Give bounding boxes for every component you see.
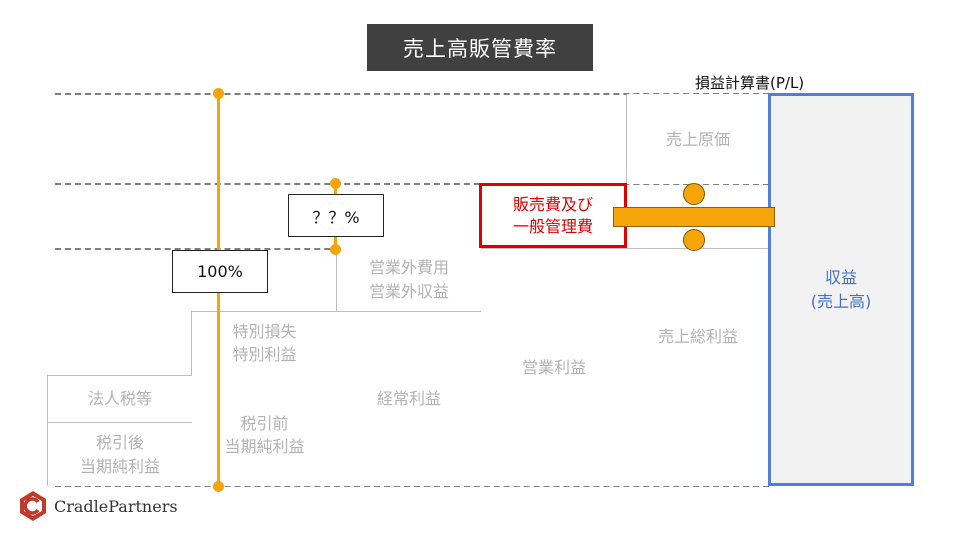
extraordinary-box: 特別損失 特別利益 [191, 311, 337, 375]
pretax-box: 税引前 当期純利益 [191, 374, 337, 486]
line-ratio-dot-top [330, 178, 341, 189]
non-operating-box: 営業外費用 営業外収益 [336, 248, 481, 312]
sga-line2: 一般管理費 [512, 216, 593, 236]
label-100-percent: 100% [172, 250, 268, 293]
line-100-dot-bottom [213, 481, 224, 492]
revenue-box: 収益 (売上高) [768, 93, 914, 486]
dashed-line-top [55, 93, 769, 95]
company-logo: CradlePartners [18, 490, 178, 522]
net-income-box: 税引後 当期純利益 [47, 422, 192, 486]
extraordinary-line1: 特別損失 [232, 321, 297, 341]
division-bar [613, 207, 775, 227]
dashed-line-mid [55, 183, 769, 185]
pl-title: 損益計算書(P/L) [695, 74, 805, 92]
net-income-line2: 当期純利益 [79, 456, 160, 476]
ordinary-profit-box: 経常利益 [336, 311, 481, 486]
sga-box: 販売費及び 一般管理費 [479, 183, 627, 248]
revenue-line1: 収益 [824, 267, 857, 287]
operating-profit-label: 営業利益 [521, 357, 586, 377]
non-operating-line1: 営業外費用 [368, 258, 449, 278]
gross-profit-box: 売上総利益 [626, 248, 769, 486]
non-operating-line2: 営業外収益 [368, 281, 449, 301]
logo-mark-icon [20, 491, 46, 521]
division-dot-bottom [683, 229, 705, 251]
tax-box: 法人税等 [47, 375, 192, 423]
line-100-dot-top [213, 88, 224, 99]
pretax-line2: 当期純利益 [224, 437, 305, 456]
ordinary-profit-label: 経常利益 [376, 389, 441, 409]
revenue-line2: (売上高) [810, 291, 872, 311]
sga-line1: 販売費及び [512, 194, 593, 214]
dashed-line-bottom [55, 485, 769, 487]
page-title: 売上高販管費率 [367, 24, 593, 71]
division-dot-top [683, 183, 705, 205]
gross-profit-label: 売上総利益 [657, 327, 738, 346]
logo-text: CradlePartners [54, 496, 178, 516]
label-ratio: ？？% [288, 194, 384, 237]
extraordinary-line2: 特別利益 [232, 345, 297, 364]
operating-profit-box: 営業利益 [480, 248, 627, 486]
pretax-line1: 税引前 [240, 413, 289, 433]
cost-of-sales-label: 売上原価 [665, 130, 730, 149]
net-income-line1: 税引後 [95, 433, 144, 453]
cost-of-sales-box: 売上原価 [626, 94, 769, 184]
line-ratio-dot-bottom [330, 244, 341, 255]
tax-label: 法人税等 [87, 389, 152, 409]
